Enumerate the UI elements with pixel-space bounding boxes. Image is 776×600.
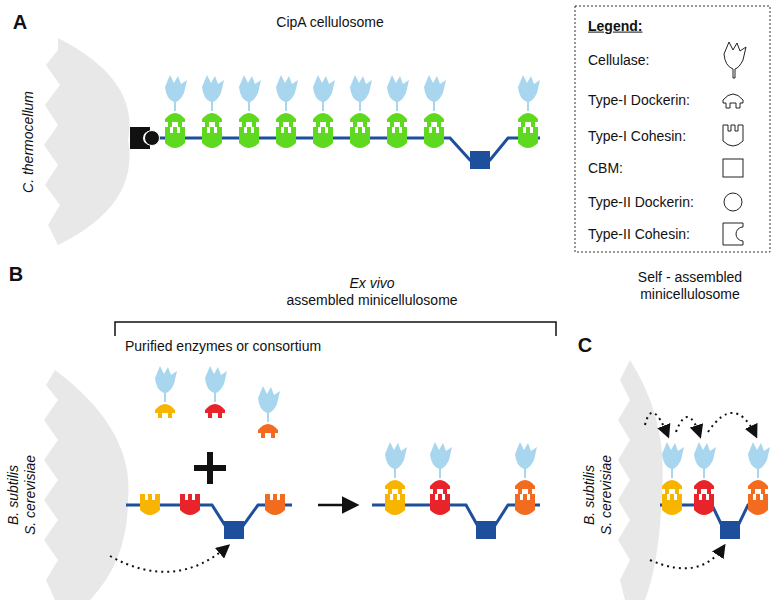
cohesin — [662, 494, 682, 515]
dockerin — [515, 480, 535, 494]
dockerin — [430, 480, 450, 494]
dockerin — [258, 424, 278, 438]
cellulase — [424, 75, 446, 111]
type-ii-dockerin — [145, 131, 160, 146]
legend-text: Cellulase: — [588, 52, 649, 69]
organism-name: B. subtilisS. cerevisiae — [5, 455, 39, 535]
cohesin — [313, 127, 333, 148]
cohesin — [515, 494, 535, 515]
dotted-arrow — [110, 546, 228, 572]
cellulase — [515, 442, 537, 478]
cellulase — [239, 75, 261, 111]
legend-text: Type-II Dockerin: — [588, 194, 694, 211]
legend-box — [575, 6, 770, 252]
panel-label: Legend: — [588, 18, 642, 35]
cbm — [470, 151, 490, 169]
cellulase — [662, 442, 684, 478]
cell-body — [44, 38, 130, 245]
cell-body — [618, 360, 663, 600]
legend-icons — [723, 42, 746, 245]
dockerin — [155, 404, 175, 418]
dockerin — [350, 113, 370, 127]
dockerin — [239, 113, 259, 127]
panel-label: Self - assembledminicellulosome — [638, 269, 742, 303]
organism-name: B. subtilisS. cerevisiae — [581, 455, 615, 535]
cellulase — [205, 366, 227, 402]
cellulase — [202, 75, 224, 111]
dockerin — [205, 404, 225, 418]
panel-letter: C — [578, 333, 592, 357]
cellulase — [165, 75, 187, 111]
cohesin — [239, 127, 259, 148]
cohesin — [387, 127, 407, 148]
cellulase — [350, 75, 372, 111]
cohesin — [180, 494, 200, 515]
cellulase — [385, 442, 407, 478]
legend-text: CBM: — [588, 160, 623, 177]
cellulase — [313, 75, 335, 111]
cellulase — [276, 75, 298, 111]
cbm — [720, 521, 740, 539]
cohesin — [202, 127, 222, 148]
legend-text: Type-I Dockerin: — [588, 92, 690, 109]
cellulase — [387, 75, 409, 111]
cipa-units — [165, 75, 540, 148]
panel-letter: A — [13, 10, 27, 34]
reaction-arrow — [318, 504, 356, 507]
panel-label: CipA cellulosome — [276, 14, 383, 31]
dockerin — [694, 480, 714, 494]
cbm — [224, 521, 244, 539]
organism-name: C. thermocellum — [20, 91, 37, 193]
panel-label: Ex vivoassembled minicellulosome — [286, 275, 457, 309]
cohesin — [385, 494, 405, 515]
plus-sign — [194, 452, 226, 484]
panel-letter: B — [9, 262, 23, 286]
panel-label: Purified enzymes or consortium — [125, 338, 321, 355]
cellulase — [694, 442, 716, 478]
cbm — [476, 521, 496, 539]
dockerin — [202, 113, 222, 127]
bracket — [115, 322, 556, 336]
dockerin — [662, 480, 682, 494]
dockerin — [748, 480, 768, 494]
legend-text: Type-II Cohesin: — [588, 226, 690, 243]
cohesin — [350, 127, 370, 148]
cohesin — [518, 127, 538, 148]
dockerin — [387, 113, 407, 127]
cohesin — [140, 494, 160, 515]
cohesin — [430, 494, 450, 515]
legend-text: Type-I Cohesin: — [588, 128, 686, 145]
cellulase — [430, 442, 452, 478]
cohesin — [276, 127, 296, 148]
cellulase — [518, 75, 540, 111]
dockerin — [313, 113, 333, 127]
dotted-arrow — [645, 413, 756, 569]
cohesin — [165, 127, 185, 148]
cohesin — [694, 494, 714, 515]
cellulase — [258, 386, 280, 422]
cohesin — [748, 494, 768, 515]
dockerin — [385, 480, 405, 494]
dockerin — [165, 113, 185, 127]
dockerin — [424, 113, 444, 127]
dockerin — [276, 113, 296, 127]
enzyme-units — [140, 366, 770, 515]
cell-body — [44, 370, 129, 600]
cohesin — [265, 494, 285, 515]
cellulase — [748, 442, 770, 478]
cohesin — [424, 127, 444, 148]
dockerin — [518, 113, 538, 127]
cellulase — [155, 366, 177, 402]
